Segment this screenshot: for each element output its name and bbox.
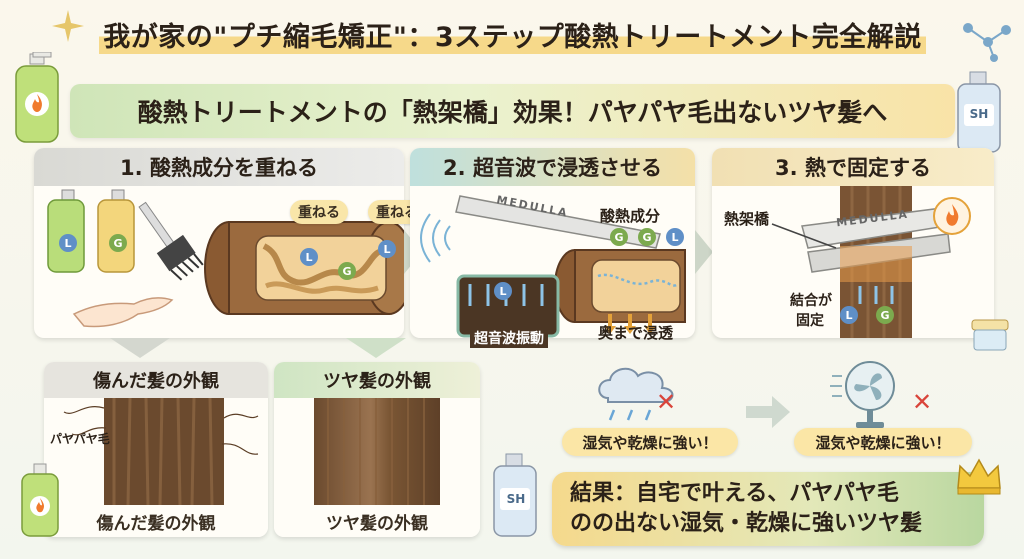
damaged-hair-panel: 傷んだ髪の外観 傷んだ髪の外観 — [44, 362, 268, 537]
molecule-icon — [963, 23, 1011, 62]
humidity-resist-badge: 湿気や乾燥に強い！ — [562, 428, 738, 456]
damaged-hair-image — [63, 398, 259, 505]
crown-icon — [957, 458, 1001, 495]
step-2-ingredient-label: 酸熱成分 — [600, 207, 661, 225]
shampoo-bottle-icon — [957, 71, 1001, 153]
cream-jar-icon — [971, 319, 1009, 351]
step-1-illustration — [47, 189, 404, 328]
shampoo-label: SH — [969, 107, 989, 121]
step-3-bond-label-1: 結合が — [790, 293, 832, 309]
step-1-tag-1: 重ねる — [290, 200, 348, 224]
damaged-hair-caption: 傷んだ髪の外観 — [44, 505, 268, 537]
step-1-badge-l-2: L — [378, 240, 396, 258]
page-title-text: 我が家の"プチ縮毛矯正"：3ステップ酸熱トリートメント完全解説 — [99, 14, 926, 54]
page-title: 我が家の"プチ縮毛矯正"：3ステップ酸熱トリートメント完全解説 — [60, 10, 965, 58]
step-2-badge-l-inset: L — [494, 282, 512, 300]
step-2-badge-l-1: L — [666, 228, 684, 246]
fan-icon — [830, 361, 895, 428]
step-2-illustration — [420, 195, 686, 338]
step-1-badge-g-bottle: G — [109, 234, 127, 252]
step-2-badge-g-1: G — [610, 228, 628, 246]
step-3-badge-l: L — [840, 306, 858, 324]
step-1-badge-l-1: L — [300, 248, 318, 266]
step-3-bridge-label: 熱架橋 — [724, 210, 770, 228]
shampoo-small-label: SH — [506, 492, 526, 506]
cloud-rain-icon — [598, 367, 674, 421]
result-banner: 結果：自宅で叶える、パヤパヤ毛 のの出ない湿気・乾燥に強いツヤ髪 — [552, 472, 984, 546]
dryness-resist-text: 湿気や乾燥に強い！ — [815, 433, 951, 452]
subtitle-banner: 酸熱トリートメントの「熱架橋」効果！パヤパヤ毛出ないツヤ髪へ — [70, 84, 955, 138]
frizz-label: パヤパヤ毛 — [50, 432, 110, 446]
dryness-resist-badge: 湿気や乾燥に強い！ — [794, 428, 972, 456]
subtitle-text: 酸熱トリートメントの「熱架橋」効果！パヤパヤ毛出ないツヤ髪へ — [137, 98, 888, 127]
step-3-bond-label-2: 固定 — [796, 313, 824, 329]
humidity-resist-text: 湿気や乾燥に強い！ — [582, 433, 718, 452]
result-line-2: のの出ない湿気・乾燥に強いツヤ髪 — [570, 511, 923, 536]
step-2-ultrasonic-label: 超音波振動 — [470, 328, 548, 348]
down-arrow-icon — [110, 338, 406, 358]
step-1-badge-g-1: G — [338, 262, 356, 280]
glossy-hair-title: ツヤ髪の外観 — [274, 362, 480, 398]
glossy-hair-image — [314, 398, 440, 505]
glossy-hair-caption: ツヤ髪の外観 — [274, 505, 480, 537]
step-2-badge-g-2: G — [638, 228, 656, 246]
step-arrow-2 — [695, 230, 713, 274]
treatment-bottle-icon — [15, 52, 59, 143]
step-3-title: 3. 熱で固定する — [712, 148, 994, 186]
step-1-badge-l-bottle: L — [59, 234, 77, 252]
damaged-hair-title: 傷んだ髪の外観 — [44, 362, 268, 398]
step-1-title: 1. 酸熱成分を重ねる — [34, 148, 404, 186]
treatment-bottle-small-icon — [21, 463, 59, 537]
shampoo-bottle-small-icon — [493, 453, 537, 537]
step-2-title: 2. 超音波で浸透させる — [410, 148, 695, 186]
sparkle-icon — [52, 10, 84, 42]
cross-icon-2: ✕ — [912, 388, 933, 416]
right-arrow-icon — [746, 396, 790, 428]
result-line-1: 結果：自宅で叶える、パヤパヤ毛 — [570, 481, 899, 506]
step-3-badge-g: G — [876, 306, 894, 324]
cross-icon-1: ✕ — [656, 388, 677, 416]
step-2-deep-label: 奥まで浸透 — [598, 324, 674, 342]
glossy-hair-panel: ツヤ髪の外観 ツヤ髪の外観 — [274, 362, 480, 537]
